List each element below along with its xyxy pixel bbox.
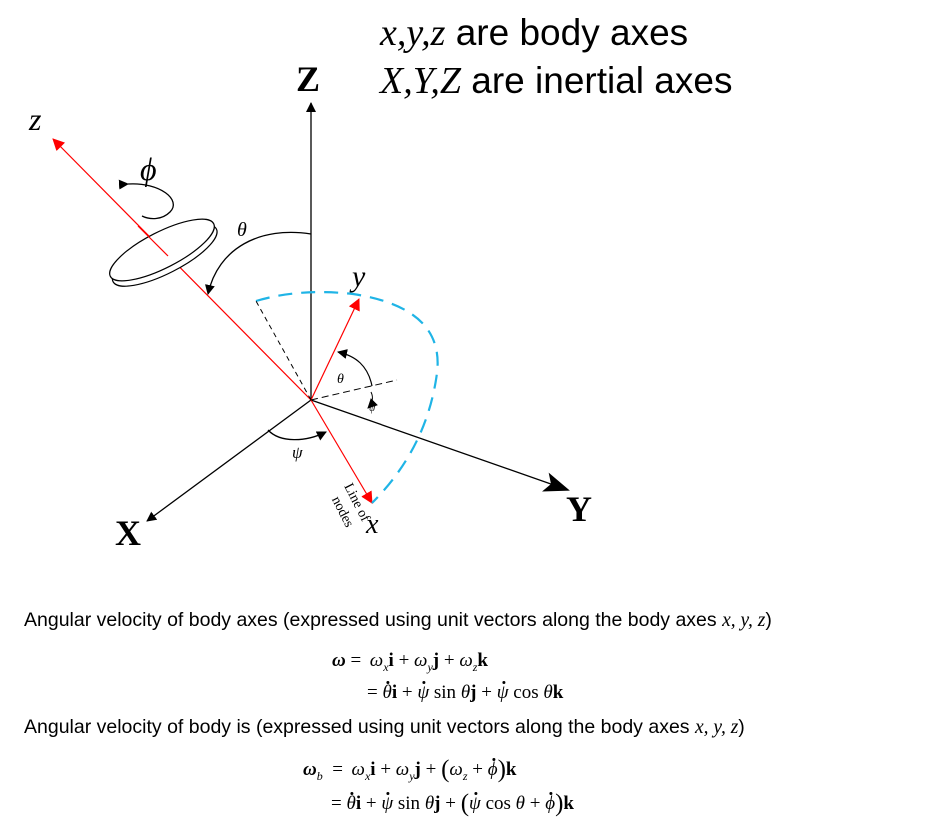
- X-axis: [146, 399, 312, 522]
- theta-label-mid: θ: [337, 372, 344, 387]
- equation-omega: ω = ωxi + ωyj + ωzk: [332, 650, 488, 674]
- theta-label-top: θ: [237, 219, 247, 241]
- x-body-axis: [310, 399, 373, 504]
- body-axes-angular-velocity-caption: Angular velocity of body axes (expressed…: [24, 609, 772, 631]
- x-label: x: [365, 509, 379, 540]
- theta-arc: [205, 231, 312, 295]
- y-label: y: [349, 260, 366, 293]
- z-body-axis: [52, 138, 312, 401]
- phi-label: ϕ: [140, 151, 157, 187]
- euler-angle-diagram: Z Y X z y x ϕ θ θ ψ ψ Line of nodes: [28, 59, 592, 553]
- y-body-axis: [310, 298, 360, 401]
- horizontal-dashed-line: [310, 379, 398, 401]
- inertial-axes-legend: X,Y,Z are inertial axes: [380, 60, 733, 102]
- body-axes-legend: x,y,z are body axes: [380, 12, 689, 54]
- psi-label-lower: ψ: [292, 443, 303, 462]
- Z-label: Z: [296, 59, 320, 99]
- equation-omega-b-expanded: = θi + ψ sin θj + (ψ cos θ + ϕ)k: [331, 790, 574, 817]
- Y-axis: [310, 399, 570, 492]
- cyan-dashed-arc: [255, 291, 439, 504]
- spinning-disk: [109, 218, 218, 287]
- z-axis-through-disk: [137, 225, 169, 257]
- equation-omega-b: ωb = ωxi + ωyj + (ωz + ϕ)k: [303, 756, 517, 783]
- projection-dashed-line: [255, 300, 312, 401]
- psi-label-small: ψ: [369, 403, 376, 414]
- body-angular-velocity-caption: Angular velocity of body is (expressed u…: [24, 716, 745, 738]
- equation-omega-expanded: = θi + ψ sin θj + ψ cos θk: [367, 682, 564, 703]
- X-label: X: [115, 513, 141, 553]
- z-label: z: [28, 101, 42, 137]
- phi-rotation-arrow: [118, 179, 174, 220]
- theta-small-arc: [337, 349, 373, 387]
- psi-arc: [267, 429, 327, 441]
- Y-label: Y: [566, 489, 592, 529]
- psi-small-arc: [367, 391, 378, 409]
